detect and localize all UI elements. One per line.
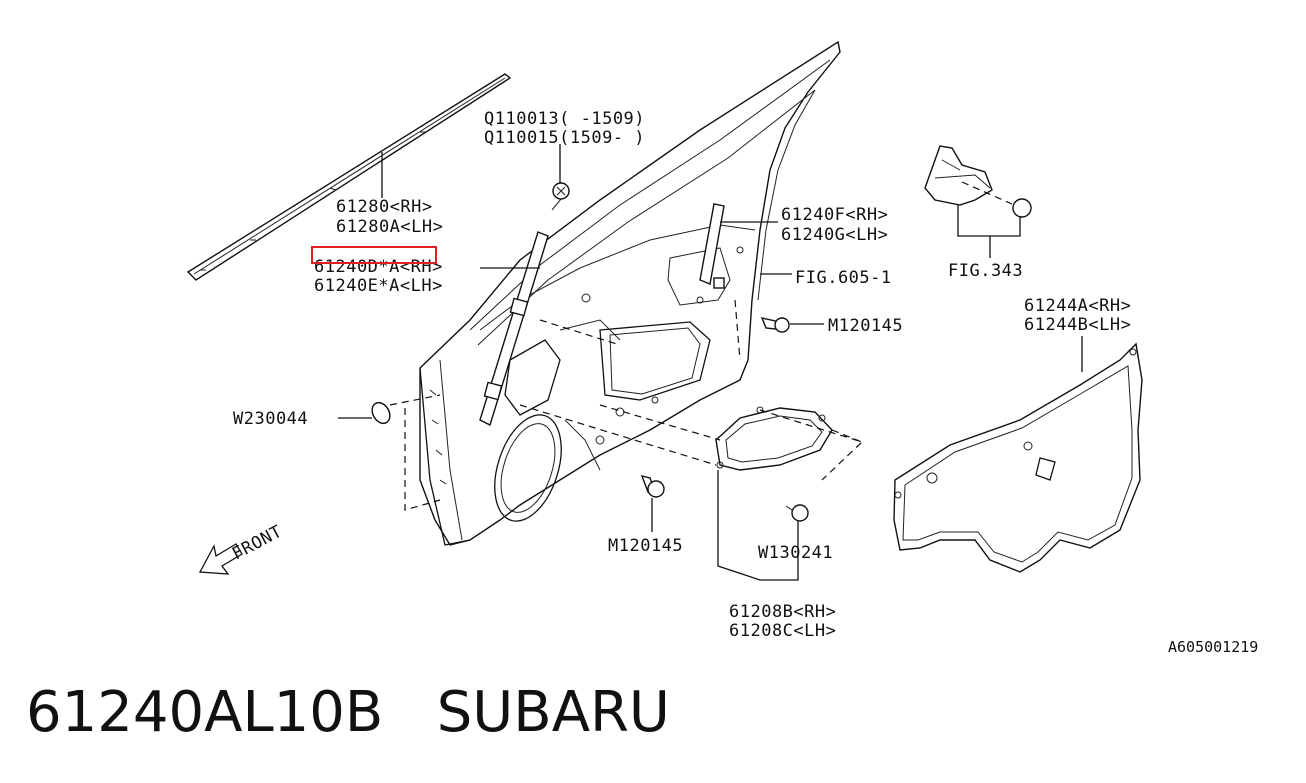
label-m120145-top: M120145 xyxy=(828,316,903,336)
caption-brand: SUBARU xyxy=(436,680,670,745)
label-w230044: W230044 xyxy=(233,409,308,429)
dash-w230044 xyxy=(389,394,441,511)
fig343-part xyxy=(924,145,1032,218)
bolt-m120145-top-part xyxy=(760,317,790,333)
label-q110013: Q110013( -1509) xyxy=(484,109,645,129)
caption-part-number: 61240AL10B xyxy=(26,680,384,745)
caption-spacer xyxy=(383,680,436,745)
part-caption: 61240AL10B SUBARU xyxy=(26,680,670,745)
speaker-bracket-part xyxy=(519,404,864,481)
label-fig605[interactable]: FIG.605-1 xyxy=(795,268,892,288)
label-61244a: 61244A<RH> xyxy=(1024,296,1131,316)
front-sash-channel-part xyxy=(479,231,549,426)
label-61280: 61280<RH> xyxy=(336,197,433,217)
screw-q110013-part xyxy=(551,182,570,211)
label-61240g: 61240G<LH> xyxy=(781,225,888,245)
rear-sash-channel-part xyxy=(699,203,725,289)
label-fig343[interactable]: FIG.343 xyxy=(948,261,1023,281)
highlight-box xyxy=(311,246,437,264)
clip-w230044-part xyxy=(371,401,391,425)
sealing-cover-part xyxy=(893,342,1143,573)
label-61244b: 61244B<LH> xyxy=(1024,315,1131,335)
label-61240e: 61240E*A<LH> xyxy=(314,276,443,296)
label-61280a: 61280A<LH> xyxy=(336,217,443,237)
label-61240f: 61240F<RH> xyxy=(781,205,888,225)
label-w130241: W130241 xyxy=(758,543,833,563)
leader-fig343 xyxy=(957,205,1021,258)
leader-61208 xyxy=(717,470,799,581)
label-61240d[interactable]: 61240D*A<RH> xyxy=(314,257,443,277)
front-arrow-icon xyxy=(198,543,243,575)
label-diagram-code: A605001219 xyxy=(1168,638,1258,656)
belt-molding-part xyxy=(186,73,512,281)
label-m120145-bottom: M120145 xyxy=(608,536,683,556)
label-61208c: 61208C<LH> xyxy=(729,621,836,641)
label-q110015: Q110015(1509- ) xyxy=(484,128,645,148)
clip-w130241-part xyxy=(785,504,809,522)
dash-panel-refs xyxy=(539,299,741,441)
bolt-m120145-bottom-part xyxy=(640,474,665,498)
label-front: FRONT xyxy=(229,522,286,565)
label-61208b: 61208B<RH> xyxy=(729,602,836,622)
